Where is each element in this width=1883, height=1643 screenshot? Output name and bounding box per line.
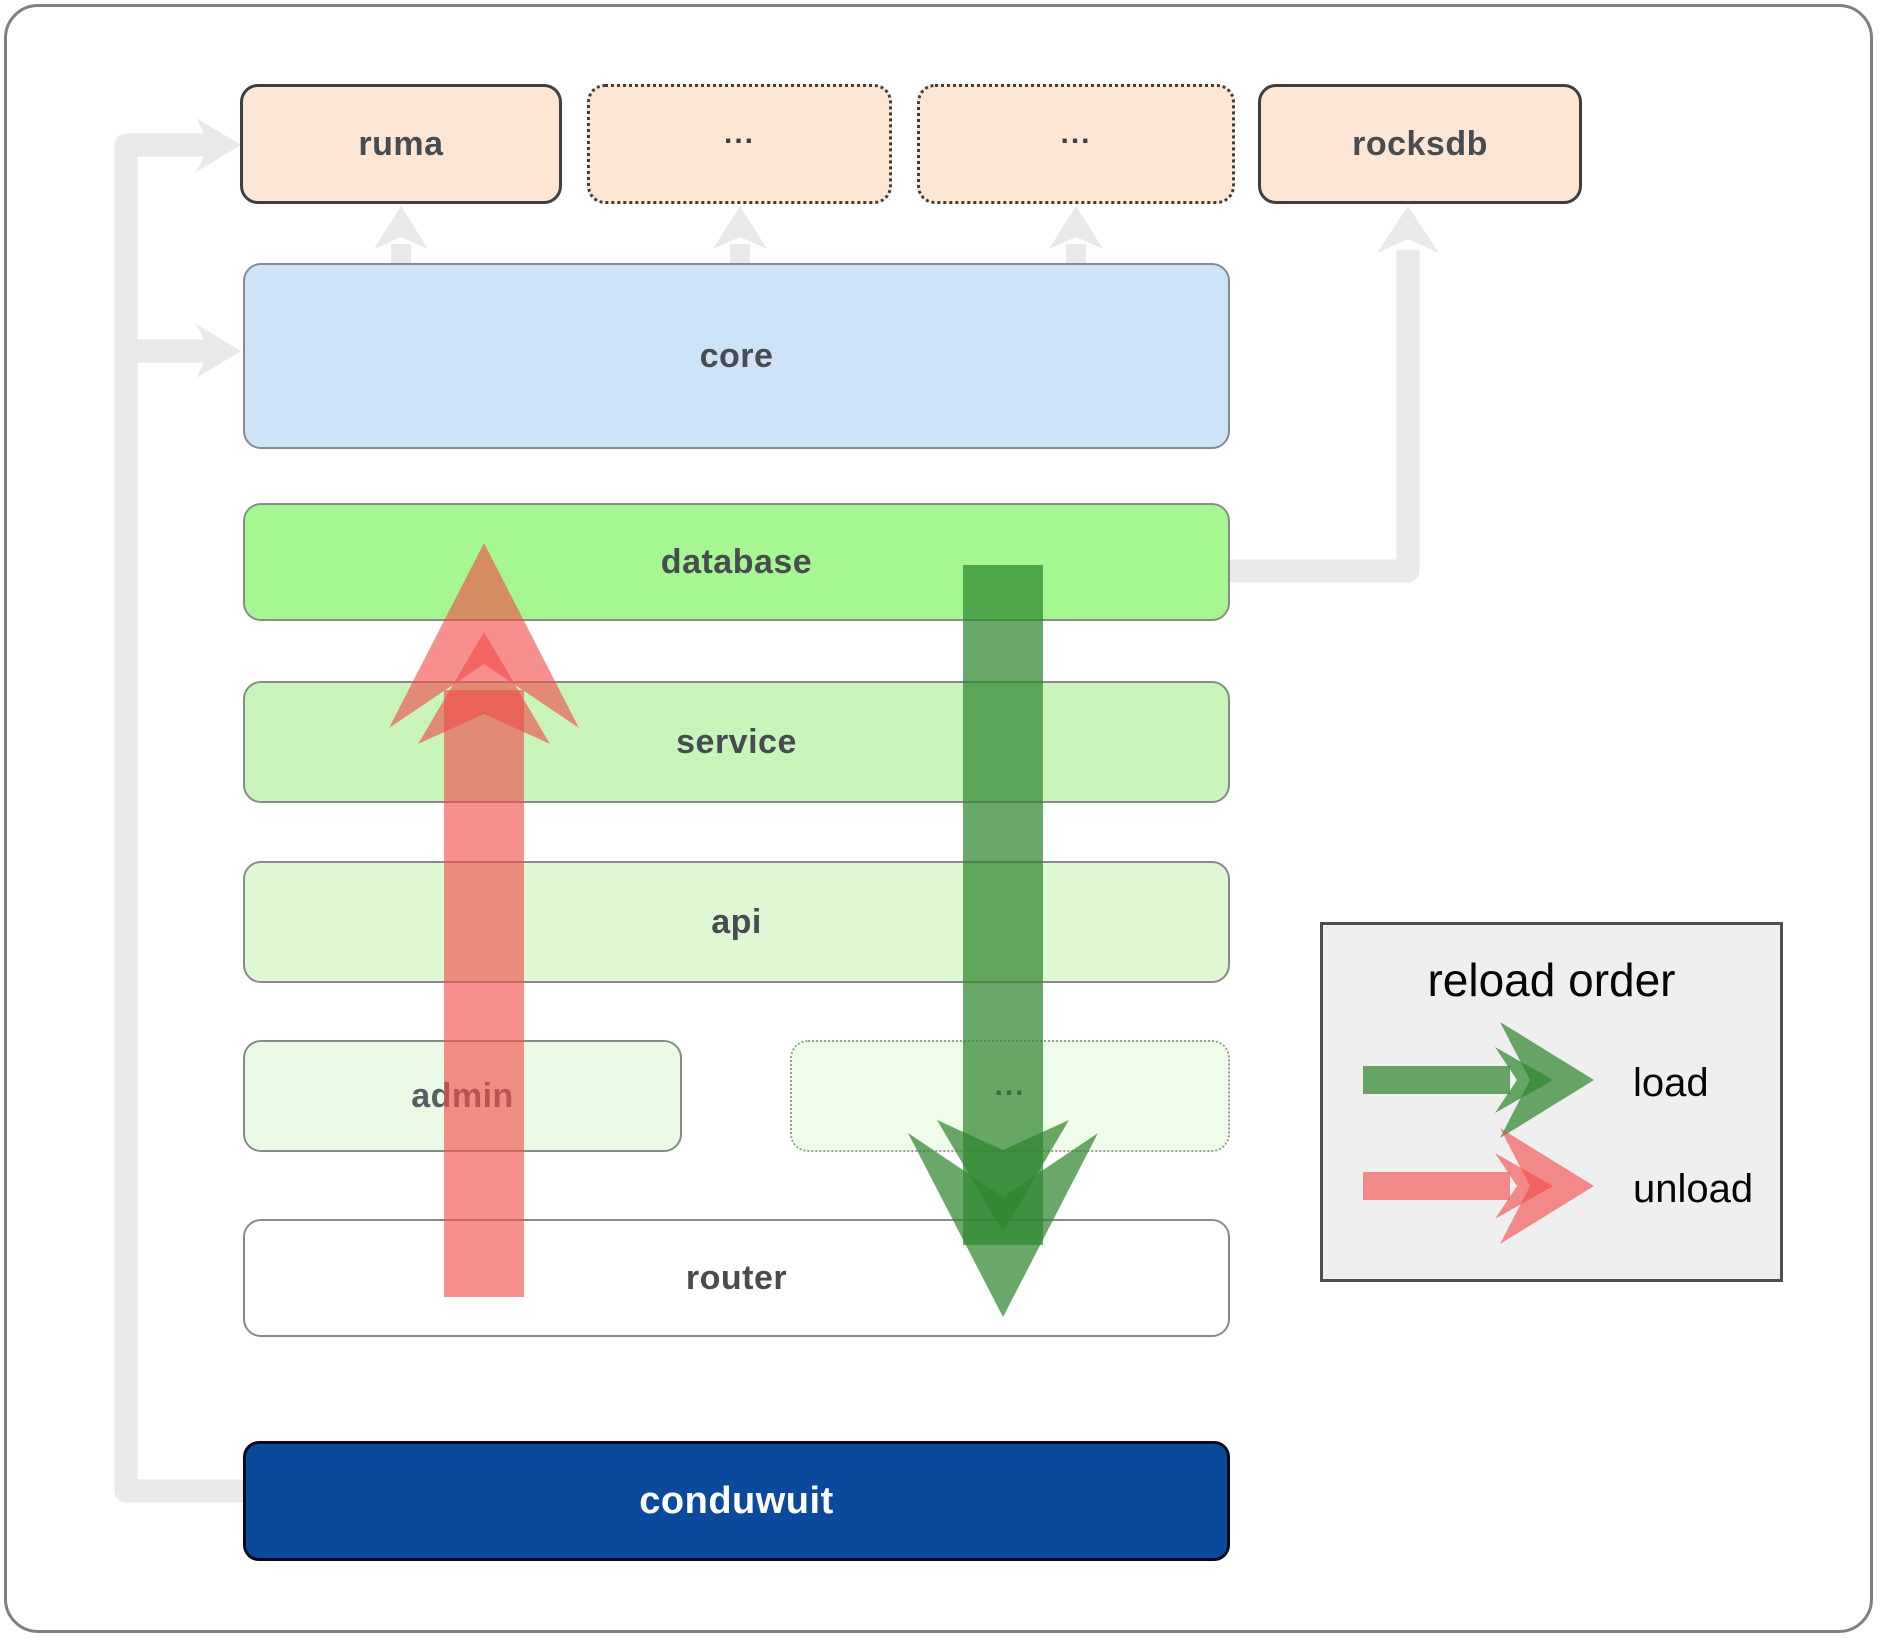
box-core-label: core — [699, 336, 774, 375]
box-ellipsis-a-label: ... — [723, 117, 755, 151]
box-ellipsis-b-label: ... — [1060, 117, 1092, 151]
legend-title: reload order — [1427, 954, 1676, 1006]
legend-unload-label: unload — [1633, 1166, 1754, 1211]
box-ellipsis-a: ... — [587, 84, 892, 204]
box-ruma: ruma — [240, 84, 562, 204]
legend-load-label: load — [1633, 1060, 1709, 1105]
box-conduwuit: conduwuit — [243, 1441, 1230, 1561]
box-core: core — [243, 263, 1230, 449]
box-rocksdb-label: rocksdb — [1352, 124, 1488, 163]
box-api: api — [243, 861, 1230, 983]
box-service-label: service — [676, 722, 797, 761]
box-admin-label: admin — [411, 1076, 514, 1115]
box-admin: admin — [243, 1040, 682, 1152]
box-ellipsis-b: ... — [917, 84, 1235, 204]
box-database-label: database — [660, 542, 813, 581]
legend-panel: reload order load unload — [1320, 922, 1783, 1282]
box-router-label: router — [685, 1258, 788, 1297]
box-conduwuit-label: conduwuit — [639, 1479, 834, 1522]
box-ruma-label: ruma — [358, 124, 444, 163]
box-ellipsis-c-label: ... — [994, 1069, 1026, 1103]
box-database: database — [243, 503, 1230, 621]
box-router: router — [243, 1219, 1230, 1337]
box-service: service — [243, 681, 1230, 803]
box-ellipsis-c: ... — [790, 1040, 1230, 1152]
box-api-label: api — [711, 902, 762, 941]
box-rocksdb: rocksdb — [1258, 84, 1582, 204]
